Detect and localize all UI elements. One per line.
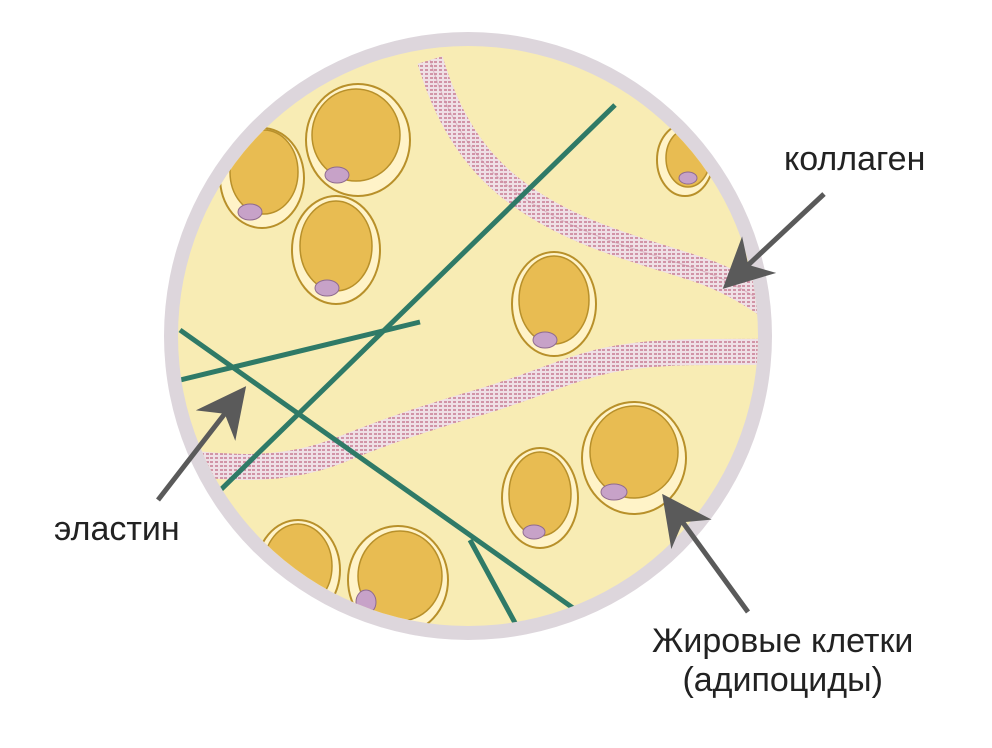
- nucleus: [237, 203, 263, 221]
- nucleus: [532, 331, 558, 349]
- fat-cells-label: Жировые клетки (адипоциды): [652, 622, 913, 700]
- elastin-fiber-2: [178, 327, 592, 623]
- elastin-arrow: [156, 386, 247, 502]
- fat-cell: [581, 401, 687, 515]
- collagen-fiber-middle: [178, 338, 758, 480]
- fat-cell: [291, 195, 381, 305]
- collagen-arrow: [722, 192, 826, 289]
- elastin-fiber-1: [198, 103, 617, 512]
- collagen-label: коллаген: [784, 140, 926, 178]
- fat-cell-arrow: [662, 493, 751, 614]
- fat-cell: [219, 127, 305, 229]
- elastin-fiber-4: [467, 538, 523, 626]
- nucleus: [678, 171, 698, 185]
- nucleus: [324, 166, 350, 184]
- nucleus: [522, 524, 546, 540]
- fat-cells-label-line1: Жировые клетки: [652, 622, 914, 660]
- elastin-fiber-3: [179, 319, 421, 383]
- fat-cell: [511, 251, 597, 357]
- fat-cells-label-line2: (адипоциды): [682, 661, 883, 700]
- elastin-label: эластин: [54, 510, 180, 548]
- fat-cell: [501, 447, 579, 549]
- nucleus: [600, 483, 628, 501]
- nucleus: [314, 279, 340, 297]
- fat-cell: [305, 83, 411, 197]
- fat-cell: [347, 525, 449, 626]
